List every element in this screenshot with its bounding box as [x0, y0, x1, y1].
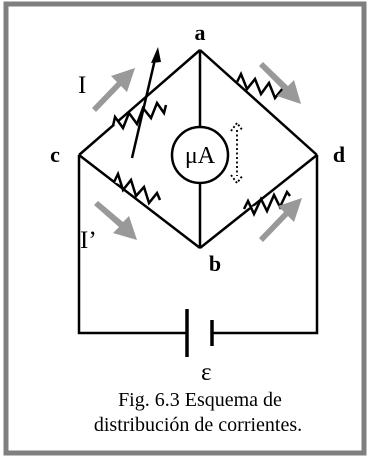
resistor-b-d [242, 189, 291, 217]
bridge-diamond [77, 49, 319, 335]
caption-line-2: distribución de corrientes. [94, 414, 302, 436]
current-arrow-c-b [94, 201, 137, 240]
node-label-a: a [195, 20, 206, 45]
current-arrow-c-a [92, 68, 135, 112]
wire-c-battery [77, 155, 186, 335]
wire-c-b [78, 154, 201, 249]
current-label-upper: I [78, 72, 86, 99]
current-arrow-a-d [259, 62, 301, 104]
variable-resistor-arrow [130, 47, 161, 159]
caption-line-1: Fig. 6.3 Esquema de [118, 389, 282, 411]
current-label-lower: I’ [80, 227, 97, 254]
node-label-b: b [209, 251, 221, 276]
node-label-d: d [333, 142, 345, 167]
wire-d-battery [213, 155, 319, 335]
wire-a-d [199, 49, 318, 156]
needle-deflection-icon [230, 121, 244, 185]
current-arrow-b-d [259, 198, 302, 242]
resistor-c-b [112, 170, 162, 206]
resistor-c-a [111, 100, 168, 131]
meter-label: μA [185, 143, 216, 169]
microammeter-circle [170, 125, 230, 185]
frame-border [3, 1, 367, 456]
resistor-a-d [235, 70, 289, 101]
battery-emf-label: ε [201, 359, 212, 386]
battery-icon [185, 309, 214, 357]
wire-c-a [78, 49, 201, 156]
node-label-c: c [50, 142, 60, 167]
